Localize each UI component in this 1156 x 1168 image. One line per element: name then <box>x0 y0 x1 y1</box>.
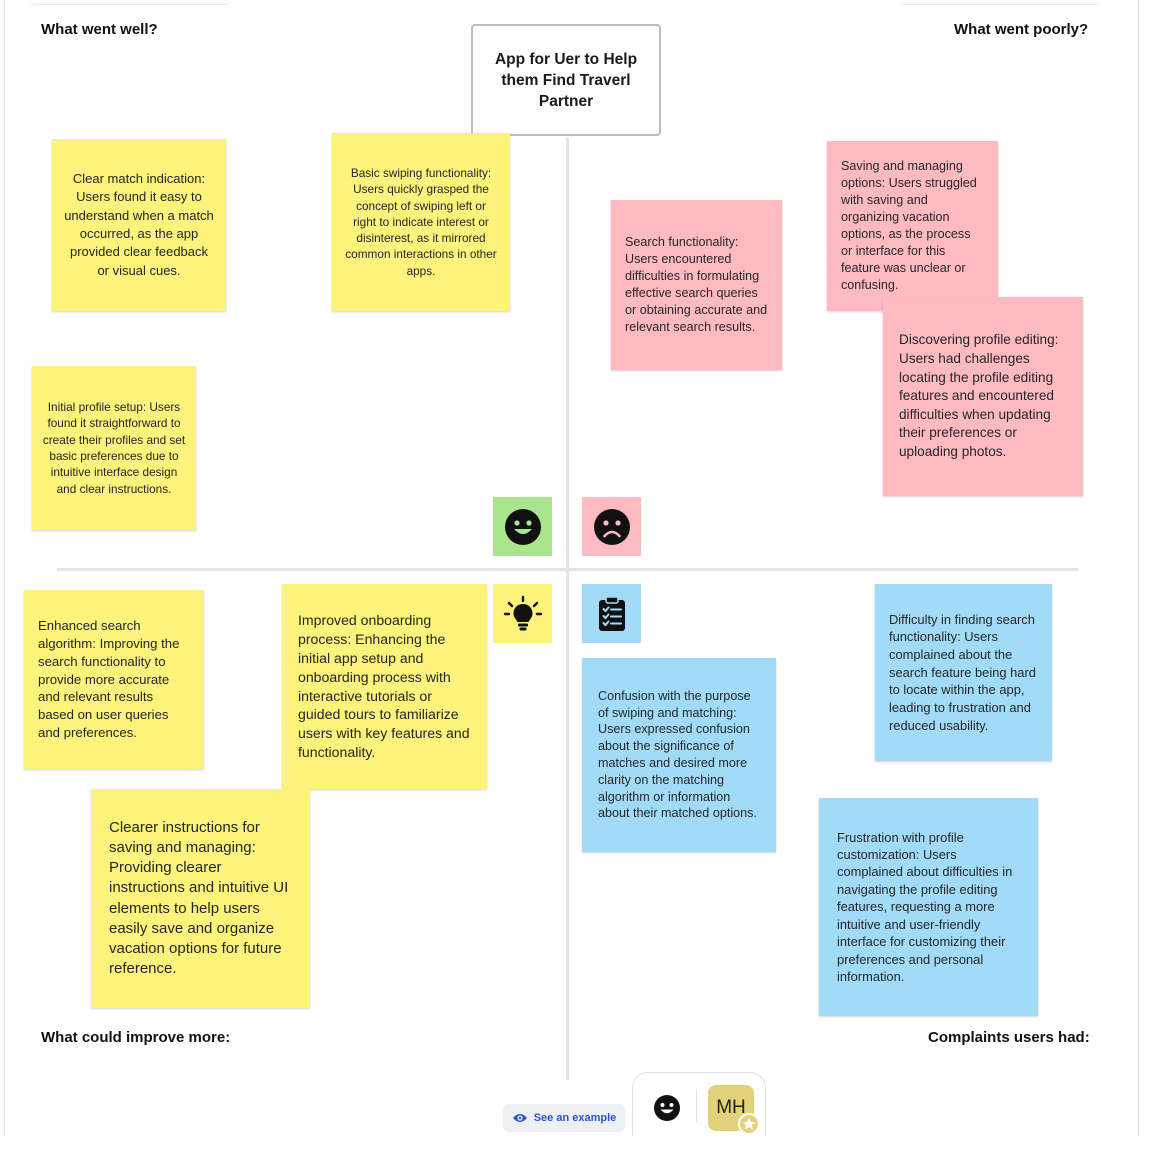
see-example-button[interactable]: See an example <box>503 1104 625 1132</box>
sticky-note-frustration-profile[interactable]: Frustration with profile customization: … <box>819 798 1038 1016</box>
quadrant-label-complaints: Complaints users had: <box>928 1029 1090 1046</box>
quadrant-label-went-well: What went well? <box>41 21 158 38</box>
sticky-note-saving-managing[interactable]: Saving and managing options: Users strug… <box>827 141 998 311</box>
sticky-note-enhanced-search[interactable]: Enhanced search algorithm: Improving the… <box>24 590 204 769</box>
lightbulb-icon <box>503 595 542 630</box>
avatar-initials: MH <box>716 1097 746 1118</box>
sticky-note-clearer-instructions[interactable]: Clearer instructions for saving and mana… <box>91 789 310 1008</box>
happy-tile[interactable] <box>493 497 552 556</box>
toolbar-separator <box>696 1089 697 1123</box>
board-top-shadow-right <box>900 0 1100 5</box>
sticky-note-initial-profile[interactable]: Initial profile setup: Users found it st… <box>32 366 196 530</box>
sad-tile[interactable] <box>582 497 641 556</box>
horizontal-divider <box>57 568 1078 571</box>
reaction-button[interactable] <box>653 1094 681 1122</box>
sticky-note-improved-onboarding[interactable]: Improved onboarding process: Enhancing t… <box>282 584 487 789</box>
sticky-note-basic-swiping[interactable]: Basic swiping functionality: Users quick… <box>332 133 510 311</box>
board-edge-right <box>1138 0 1139 1136</box>
see-example-label: See an example <box>533 1112 617 1124</box>
clipboard-checklist-icon <box>598 595 625 631</box>
board-edge-left <box>4 0 5 1136</box>
quadrant-label-improve: What could improve more: <box>41 1029 231 1046</box>
board-title: App for Uer to Help them Find Traverl Pa… <box>494 50 638 110</box>
board-title-card[interactable]: App for Uer to Help them Find Traverl Pa… <box>471 24 661 136</box>
idea-tile[interactable] <box>493 584 552 643</box>
sticky-note-difficulty-search[interactable]: Difficulty in finding search functionali… <box>875 584 1052 761</box>
star-badge-icon <box>742 1117 756 1130</box>
sad-face-icon <box>593 508 630 545</box>
complaint-tile[interactable] <box>582 584 641 643</box>
smiley-face-icon <box>504 508 541 545</box>
avatar-badge <box>738 1113 760 1135</box>
vertical-divider <box>566 138 569 1080</box>
sticky-note-clear-match[interactable]: Clear match indication: Users found it e… <box>52 139 226 311</box>
quadrant-label-went-poorly: What went poorly? <box>954 21 1089 38</box>
sticky-note-discovering-profile[interactable]: Discovering profile editing: Users had c… <box>883 297 1083 496</box>
sticky-note-search-functionality[interactable]: Search functionality: Users encountered … <box>611 200 782 370</box>
sticky-note-confusion-swiping[interactable]: Confusion with the purpose of swiping an… <box>582 658 776 852</box>
eye-icon <box>512 1114 527 1122</box>
board-top-shadow-left <box>30 0 230 5</box>
smiley-reaction-icon <box>654 1095 680 1121</box>
